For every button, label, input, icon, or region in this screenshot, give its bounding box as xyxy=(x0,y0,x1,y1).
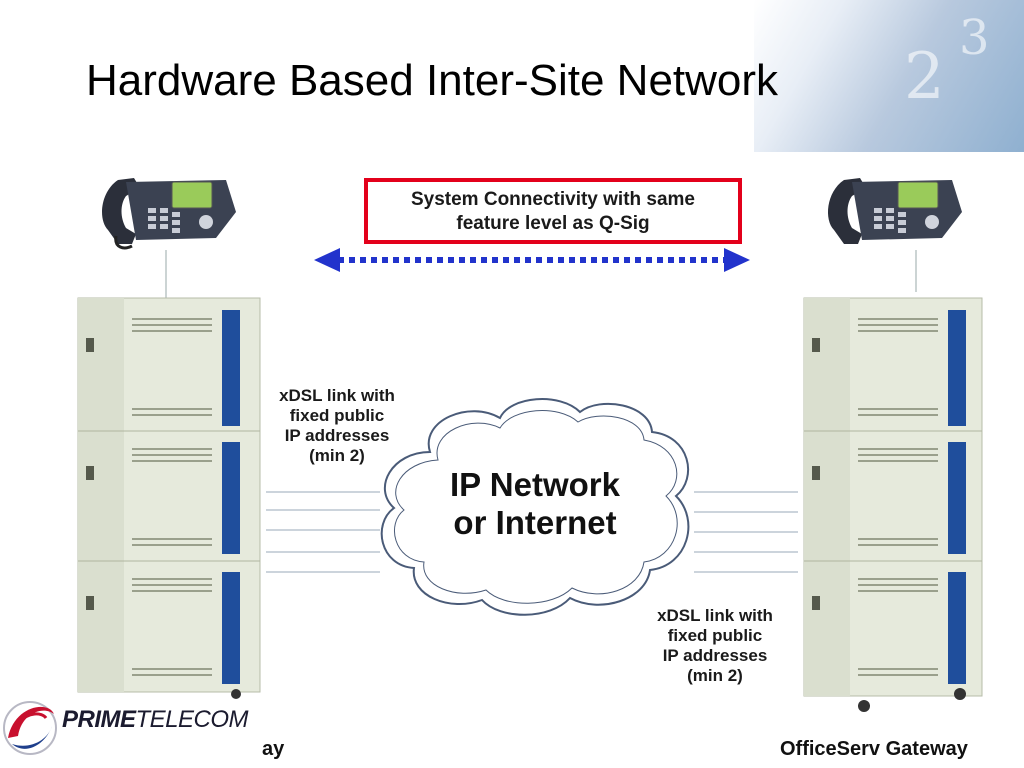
right-link-line: (min 2) xyxy=(687,666,743,685)
left-link-line: fixed public xyxy=(289,406,385,425)
prime-telecom-swirl-icon xyxy=(3,701,57,755)
right-gateway-label: OfficeServ Gateway xyxy=(780,738,968,760)
right-link-line: fixed public xyxy=(667,626,763,645)
cloud-line: or Internet xyxy=(453,504,617,541)
connectivity-callout: System Connectivity with same feature le… xyxy=(364,178,742,244)
phone-left-icon xyxy=(102,178,236,250)
cloud-label: IP Network or Internet xyxy=(425,466,645,542)
xdsl-lines-left xyxy=(266,491,380,573)
cabinet-wheel xyxy=(954,688,966,700)
connectivity-arrow xyxy=(314,248,750,272)
cabinet-wheel xyxy=(231,689,241,699)
left-gateway-label: ay xyxy=(262,738,285,760)
left-link-label: xDSL link with fixed public IP addresses… xyxy=(262,386,412,466)
right-link-label: xDSL link with fixed public IP addresses… xyxy=(640,606,790,686)
cabinet-right-icon xyxy=(803,297,983,697)
logo-part-prime: PRIME xyxy=(62,706,136,733)
right-link-line: IP addresses xyxy=(662,646,768,665)
cloud-line: IP Network xyxy=(450,466,620,503)
cabinet-wheel xyxy=(858,700,870,712)
network-cloud-icon xyxy=(380,398,690,616)
decor-digit: 2 xyxy=(904,40,945,114)
callout-line: System Connectivity with same xyxy=(410,189,696,210)
company-logo-text: PRIMETELECOM xyxy=(62,706,249,734)
logo-part-telecom: TELECOM xyxy=(135,706,249,733)
decor-digit: 3 xyxy=(959,10,990,66)
cabinet-left-icon xyxy=(77,297,261,693)
left-link-line: xDSL link with xyxy=(279,386,395,405)
callout-line: feature level as Q-Sig xyxy=(456,213,650,234)
slide-title: Hardware Based Inter-Site Network xyxy=(86,56,779,105)
xdsl-lines-right xyxy=(694,491,798,573)
right-link-line: xDSL link with xyxy=(657,606,773,625)
left-link-line: IP addresses xyxy=(284,426,390,445)
corner-decoration: 2 3 xyxy=(754,0,1024,152)
phone-right-icon xyxy=(828,178,962,244)
arrow-head-left xyxy=(314,248,340,272)
arrow-head-right xyxy=(724,248,750,272)
left-link-line: (min 2) xyxy=(309,446,365,465)
